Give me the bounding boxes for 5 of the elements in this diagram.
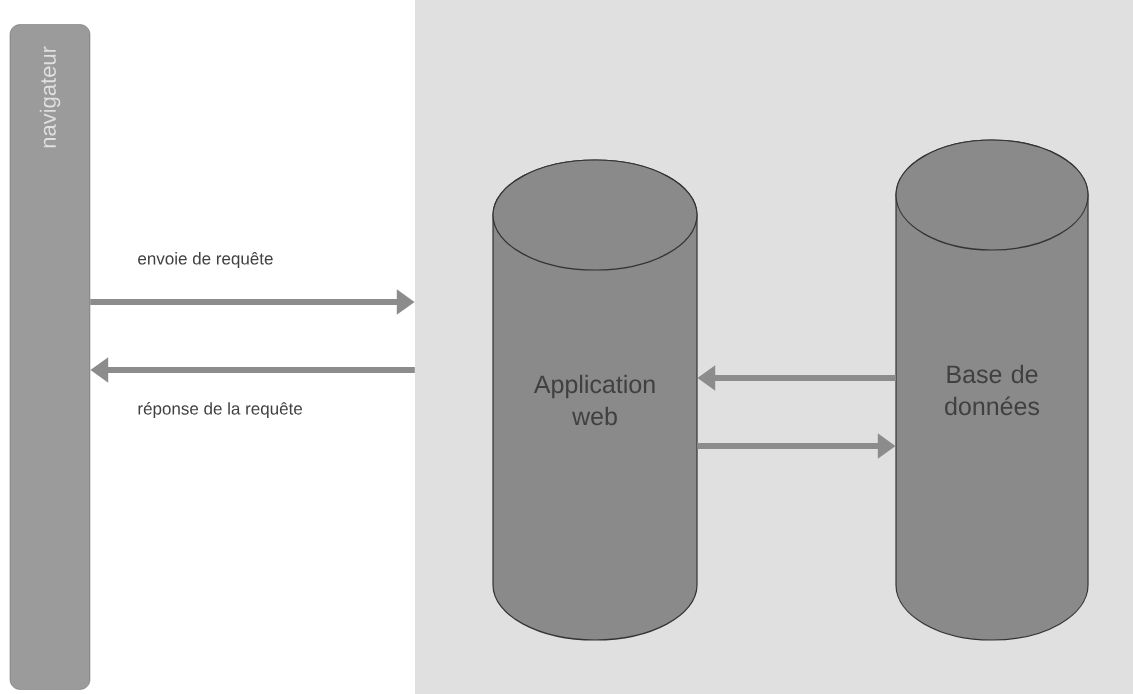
edge-label: réponse de la requête: [138, 402, 302, 419]
browser-bar: navigateur: [9, 24, 91, 690]
cylinder: Base de données: [895, 139, 1089, 641]
cylinder: Application web: [492, 159, 698, 641]
edge-label: envoie de requête: [138, 252, 273, 268]
